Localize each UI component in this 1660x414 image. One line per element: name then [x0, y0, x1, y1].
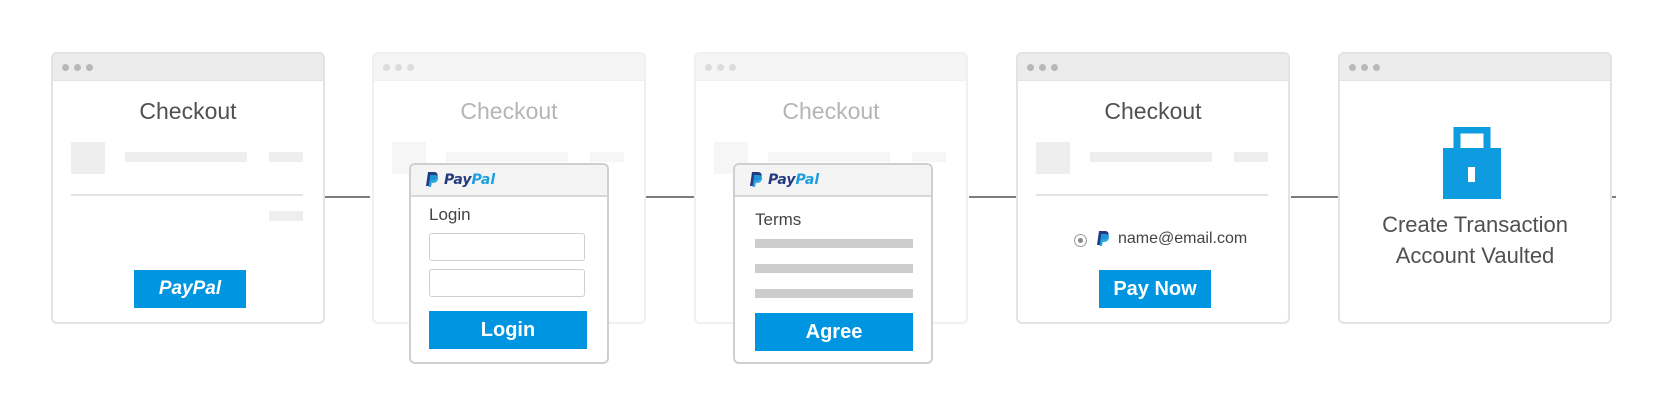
- connector-line-5: [1612, 196, 1616, 198]
- window-title: Checkout: [1104, 98, 1202, 124]
- password-field[interactable]: [429, 269, 585, 297]
- window-titlebar: [1018, 54, 1288, 81]
- terms-text-line: [755, 264, 913, 273]
- checkout-window-4: Checkout name@email.com Pay Now: [1016, 52, 1290, 324]
- window-titlebar: [374, 54, 644, 81]
- placeholder-price: [912, 152, 946, 162]
- connector-line-1: [325, 196, 370, 198]
- placeholder-price: [269, 152, 303, 162]
- window-title: Checkout: [782, 98, 880, 124]
- popup-header: PayPal: [735, 165, 931, 197]
- connector-line-3: [969, 196, 1017, 198]
- window-dot: [1027, 64, 1034, 71]
- checkout-window-1: Checkout PayPal: [51, 52, 325, 324]
- window-dot: [1361, 64, 1368, 71]
- terms-text-line: [755, 289, 913, 298]
- paypal-login-popup: PayPal Login Login: [409, 163, 609, 364]
- placeholder-thumbnail: [71, 142, 105, 174]
- window-title: Checkout: [139, 98, 237, 124]
- result-text-line-1: Create Transaction: [1382, 212, 1568, 237]
- paypal-wordmark-pal: Pal: [471, 171, 496, 188]
- login-heading: Login: [429, 205, 471, 224]
- window-dot: [717, 64, 724, 71]
- placeholder-price: [1234, 152, 1268, 162]
- divider: [1036, 194, 1268, 196]
- terms-text-line: [755, 239, 913, 248]
- result-text-line-2: Account Vaulted: [1395, 243, 1555, 268]
- radio-button[interactable]: [1074, 234, 1087, 247]
- placeholder-text: [768, 152, 890, 162]
- paypal-p-icon: [750, 172, 763, 187]
- paypal-terms-popup: PayPal Terms Agree: [733, 163, 933, 364]
- window-dot: [1039, 64, 1046, 71]
- placeholder-total: [269, 211, 303, 221]
- placeholder-price: [590, 152, 624, 162]
- paypal-logo: PayPal: [749, 171, 819, 188]
- window-titlebar: [1340, 54, 1610, 81]
- window-dot: [62, 64, 69, 71]
- lock-icon: [1443, 127, 1501, 199]
- connector-line-4: [1291, 196, 1339, 198]
- placeholder-text: [446, 152, 568, 162]
- account-email: name@email.com: [1118, 230, 1248, 247]
- window-dot: [86, 64, 93, 71]
- window-dot: [1051, 64, 1058, 71]
- pay-now-button[interactable]: Pay Now: [1099, 270, 1211, 308]
- terms-heading: Terms: [755, 210, 802, 229]
- window-dot: [1349, 64, 1356, 71]
- paypal-wordmark-pay: Pay: [444, 171, 472, 188]
- login-button[interactable]: Login: [429, 311, 587, 349]
- window-title: Checkout: [460, 98, 558, 124]
- window-dot: [1373, 64, 1380, 71]
- placeholder-text: [125, 152, 247, 162]
- window-titlebar: [53, 54, 323, 81]
- window-dot: [383, 64, 390, 71]
- window-dot: [395, 64, 402, 71]
- window-dot: [729, 64, 736, 71]
- paypal-wordmark-pay: Pay: [768, 171, 796, 188]
- window-dot: [407, 64, 414, 71]
- paypal-p-icon: [426, 172, 439, 187]
- paypal-button[interactable]: PayPal: [134, 270, 246, 308]
- placeholder-thumbnail: [1036, 142, 1070, 174]
- window-titlebar: [696, 54, 966, 81]
- window-dot: [74, 64, 81, 71]
- divider: [71, 194, 303, 196]
- popup-header: PayPal: [411, 165, 607, 197]
- radio-dot: [1077, 237, 1083, 243]
- agree-button[interactable]: Agree: [755, 313, 913, 351]
- connector-line-2: [646, 196, 694, 198]
- username-field[interactable]: [429, 233, 585, 261]
- paypal-p-icon: [1097, 231, 1110, 246]
- paypal-wordmark-pal: Pal: [795, 171, 820, 188]
- placeholder-text: [1090, 152, 1212, 162]
- paypal-logo: PayPal: [425, 171, 495, 188]
- window-dot: [705, 64, 712, 71]
